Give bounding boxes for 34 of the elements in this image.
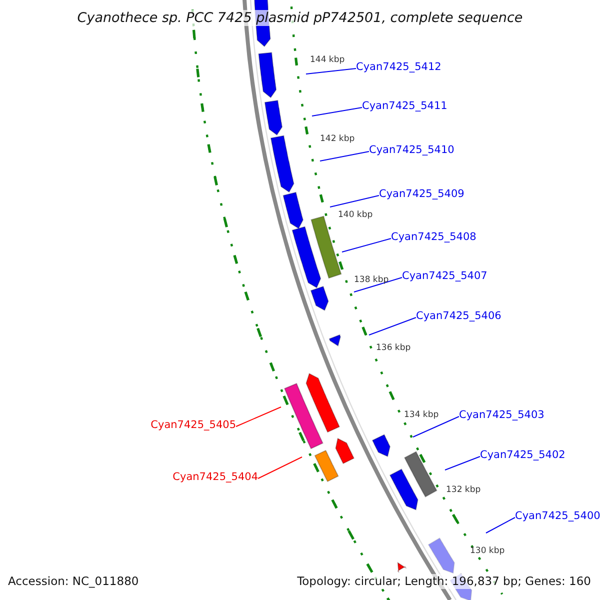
topology-text: Topology: circular; Length: 196,837 bp; Genes: 160 — [297, 574, 591, 589]
leader-line — [354, 277, 402, 292]
leader-line — [368, 317, 416, 336]
gene-label: Cyan7425_5402 — [480, 449, 566, 462]
gene-label: Cyan7425_5400 — [515, 510, 600, 523]
gene-label: Cyan7425_5409 — [379, 188, 464, 201]
position-label: 136 kbp — [376, 343, 411, 353]
leader-line — [236, 406, 282, 427]
gene-label: Cyan7425_5412 — [356, 61, 442, 74]
leader-line — [330, 195, 380, 208]
gene-label: Cyan7425_5407 — [402, 270, 488, 283]
position-label: 144 kbp — [310, 55, 345, 65]
leader-line — [258, 456, 302, 479]
leader-line — [342, 238, 392, 252]
leader-line — [486, 517, 516, 534]
leader-line — [306, 68, 356, 74]
gene-label: Cyan7425_5408 — [391, 231, 476, 244]
position-label: 138 kbp — [354, 275, 389, 285]
position-label: 132 kbp — [446, 485, 481, 495]
gene-label: Cyan7425_5406 — [416, 310, 502, 323]
leader-line — [320, 151, 370, 162]
position-label: 134 kbp — [404, 410, 439, 420]
position-label: 140 kbp — [338, 210, 373, 220]
gene-label: Cyan7425_5404 — [172, 471, 258, 484]
position-label: 130 kbp — [470, 546, 505, 556]
gene-label: Cyan7425_5411 — [362, 100, 448, 113]
gene-label: Cyan7425_5405 — [150, 419, 236, 432]
gene-label: Cyan7425_5403 — [459, 409, 544, 422]
leader-line — [312, 107, 362, 116]
position-label: 142 kbp — [320, 134, 355, 144]
leader-line — [444, 456, 480, 470]
accession-text: Accession: NC_011880 — [8, 574, 139, 589]
gene-label: Cyan7425_5410 — [369, 144, 454, 157]
leader-line — [412, 416, 460, 438]
